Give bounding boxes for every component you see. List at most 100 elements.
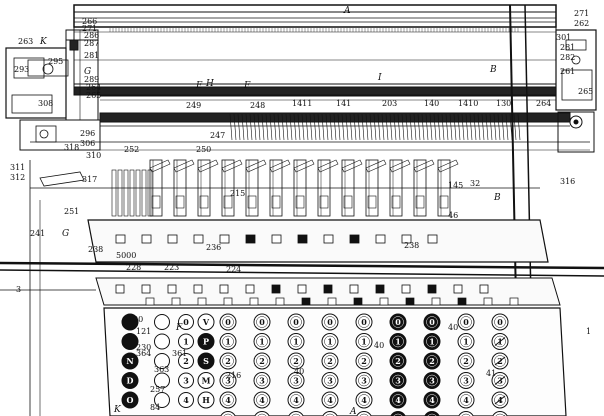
number-key-label: 3 (361, 376, 367, 386)
lever-arm (317, 159, 339, 173)
number-key-label: 1 (497, 337, 503, 347)
number-key-label: 2 (361, 356, 367, 366)
comb-tooth (293, 113, 297, 141)
comb-tooth (425, 113, 429, 141)
number-key-ring (426, 374, 438, 387)
number-key-label: 0 (361, 317, 367, 327)
comb-tooth (313, 113, 317, 141)
plate-hole (483, 297, 493, 306)
comb-tooth (261, 113, 265, 141)
ref-257: 257 (150, 385, 165, 394)
plate-hole-row-upper (115, 234, 438, 244)
side-plate (135, 169, 141, 217)
side-plate (117, 169, 123, 217)
ref-248: 248 (250, 101, 265, 110)
number-key-ring (256, 335, 268, 348)
number-key-ring (290, 355, 302, 367)
number-key-ring (460, 355, 472, 367)
ref-228: 228 (126, 263, 141, 272)
plate-hole (115, 284, 125, 294)
ref-1: 1 (586, 327, 591, 336)
plate-hole (297, 234, 308, 244)
ref-146: 46 (448, 211, 458, 220)
comb-tooth (497, 113, 501, 141)
lever-column (365, 159, 379, 217)
ref-271: 271 (82, 24, 97, 33)
comb-tooth (453, 113, 457, 141)
comb-tooth (237, 113, 241, 141)
number-key-label: 0 (225, 317, 231, 327)
plate-hole (349, 284, 359, 294)
ref-41: 41 (486, 369, 496, 378)
numbered-key-grid: 0123450123450123450123450123450123450123… (219, 313, 509, 416)
ref-a-lower: A (349, 407, 357, 416)
comb-tooth (513, 113, 517, 141)
number-key-ring (460, 374, 472, 387)
comb-tooth (317, 113, 321, 141)
comb-tooth (389, 113, 393, 141)
ref-301: 301 (556, 33, 571, 42)
ref-261: 261 (560, 67, 575, 76)
number-key-label: 2 (463, 356, 469, 366)
comb-tooth (309, 113, 313, 141)
plate-hole (349, 234, 360, 244)
comb-tooth (469, 113, 473, 141)
lever-column (149, 159, 163, 217)
lever-arm (245, 159, 267, 173)
number-key-label: 3 (327, 376, 333, 386)
side-plate (141, 169, 147, 217)
letter-key (197, 333, 215, 350)
letter-key-label: D (127, 376, 134, 386)
ref-287: 287 (84, 39, 99, 48)
plate-hole (427, 284, 437, 294)
number-key-label: 0 (497, 317, 503, 327)
lever-arm (173, 159, 195, 173)
letter-key-label: M (202, 376, 211, 386)
letter-key (197, 391, 215, 409)
number-key-ring (324, 335, 336, 348)
number-key-label: 3 (395, 376, 401, 386)
comb-tooth (233, 113, 237, 141)
ref-a-top: A (343, 6, 351, 16)
small-key (178, 314, 194, 330)
ref-289: 289 (84, 75, 99, 84)
ref-203: 203 (382, 99, 397, 108)
comb-tooth (289, 113, 293, 141)
lever-foot (367, 195, 377, 209)
number-key-label: 0 (327, 317, 333, 327)
ref-363: 363 (154, 365, 169, 374)
comb-tooth (417, 113, 421, 141)
plate-hole (193, 284, 203, 294)
number-key-label: 5 (429, 415, 435, 416)
number-key-label: 4 (429, 395, 435, 405)
ref-b-lower: B (493, 193, 501, 203)
comb-tooth (461, 113, 465, 141)
ref-318: 318 (64, 143, 79, 152)
comb-tooth (489, 113, 493, 141)
plate-hole-row-lower (115, 284, 519, 306)
comb-tooth (457, 113, 461, 141)
number-key-ring (324, 316, 336, 328)
lever-column (317, 159, 331, 217)
number-key-ring (358, 374, 370, 387)
lever-arm (389, 159, 411, 173)
number-key-label: 4 (497, 395, 503, 405)
number-key-ring (324, 394, 336, 406)
number-key-ring (426, 355, 438, 367)
ref-40b: 40 (294, 367, 304, 376)
number-key-label: 0 (293, 317, 299, 327)
comb-tooth (473, 113, 477, 141)
number-key-label: 3 (259, 376, 265, 386)
ref-f-top: F (243, 81, 251, 91)
ref-272: 271 (574, 9, 589, 18)
left-mechanism (5, 29, 540, 189)
comb-tooth (305, 113, 309, 141)
lever-foot (175, 195, 185, 209)
number-key-label: 0 (463, 317, 469, 327)
number-key-ring (223, 413, 233, 416)
lever-column (173, 159, 187, 217)
number-key-ring (290, 374, 302, 387)
number-key-ring (324, 355, 336, 367)
comb-tooth (345, 113, 349, 141)
